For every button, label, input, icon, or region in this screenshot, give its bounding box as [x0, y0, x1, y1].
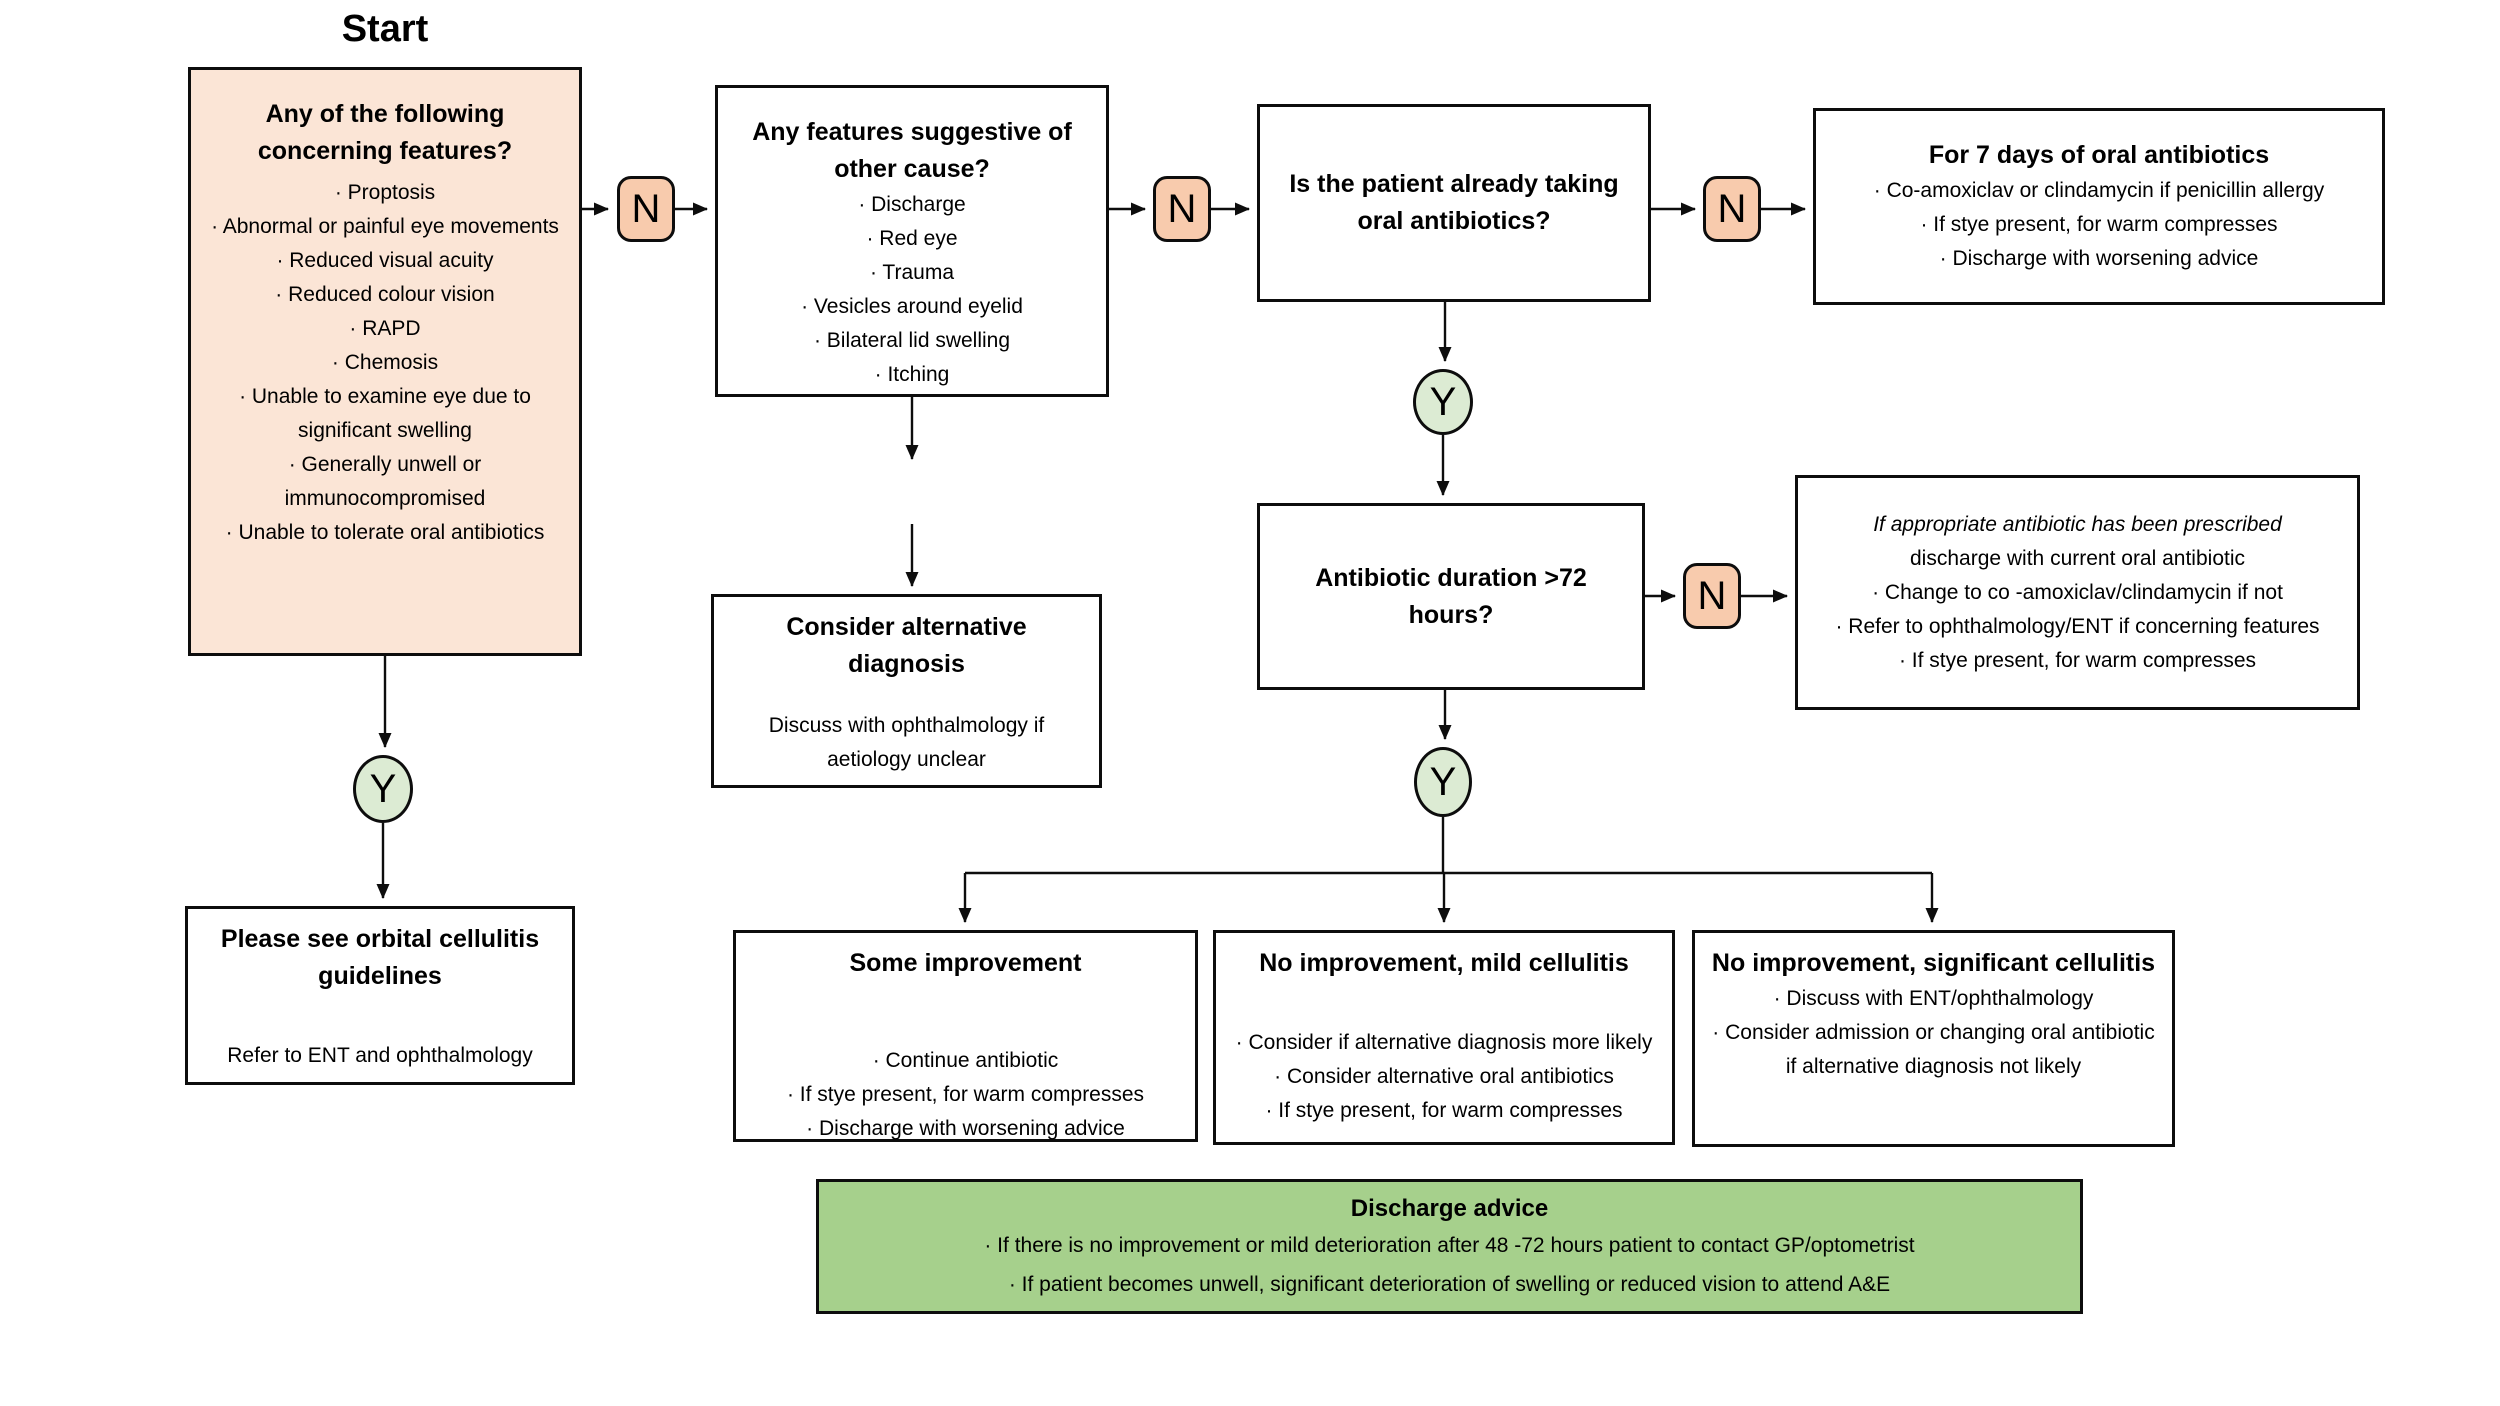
node-items: · Consider if alternative diagnosis more… — [1216, 1026, 1672, 1128]
node-items: · If there is no improvement or mild det… — [819, 1226, 2080, 1304]
node-title: For 7 days of oral antibiotics — [1928, 141, 2270, 169]
no-label: N — [631, 186, 661, 231]
list-item: · Reduced visual acuity — [276, 249, 494, 272]
no-badge-3: N — [1703, 176, 1761, 242]
node-some-improvement: Some improvement · Continue antibiotic · … — [733, 930, 1198, 1142]
list-item: · Proptosis — [334, 181, 436, 204]
node-orbital-guidelines: Please see orbital cellulitis guidelines… — [185, 906, 575, 1085]
node-body: Refer to ENT and ophthalmology — [227, 1044, 533, 1067]
list-item: · Generally unwell or immunocompromised — [284, 453, 486, 510]
list-item: · If stye present, for warm compresses — [1898, 648, 2257, 672]
node-no-improvement-mild: No improvement, mild cellulitis · Consid… — [1213, 930, 1675, 1145]
no-badge-2: N — [1153, 176, 1211, 242]
list-item: · Bilateral lid swelling — [813, 329, 1011, 352]
no-label: N — [1717, 186, 1747, 231]
list-item: · Discharge with worsening advice — [1939, 247, 2259, 270]
node-alternative-diagnosis: Consider alternative diagnosis Discuss w… — [711, 594, 1102, 788]
no-badge-1: N — [617, 176, 675, 242]
list-item: · Vesicles around eyelid — [801, 295, 1023, 318]
node-items: · Continue antibiotic · If stye present, … — [736, 1044, 1195, 1146]
list-item: · Trauma — [869, 261, 955, 284]
node-note: discharge with current oral antibiotic — [1910, 546, 2245, 570]
list-item: · Abnormal or painful eye movements — [211, 215, 559, 238]
list-item: · If stye present, for warm compresses — [1920, 213, 2278, 236]
yes-label: Y — [1429, 759, 1457, 804]
list-item: · Unable to examine eye due to significa… — [239, 385, 531, 442]
node-title: Is the patient already taking oral antib… — [1289, 170, 1619, 235]
yes-badge-3: Y — [1414, 747, 1472, 817]
no-label: N — [1167, 186, 1197, 231]
list-item: · If patient becomes unwell, significant… — [1008, 1273, 1891, 1296]
yes-label: Y — [1429, 379, 1457, 424]
node-title: No improvement, mild cellulitis — [1259, 949, 1629, 977]
list-item: · Discuss with ENT/ophthalmology — [1773, 987, 2094, 1010]
yes-label: Y — [369, 766, 397, 811]
node-items: · Co-amoxiclav or clindamycin if penicil… — [1816, 174, 2382, 276]
node-discharge-advice: Discharge advice · If there is no improv… — [816, 1179, 2083, 1314]
node-duration-72h: Antibiotic duration >72 hours? — [1257, 503, 1645, 690]
list-item: · If stye present, for warm compresses — [1265, 1099, 1623, 1122]
yes-badge-1: Y — [353, 755, 413, 823]
node-note-italic: If appropriate antibiotic has been presc… — [1873, 512, 2282, 536]
list-item: · Continue antibiotic — [872, 1049, 1059, 1072]
list-item: · RAPD — [349, 317, 421, 340]
node-concerning-features: Any of the following concerning features… — [188, 67, 582, 656]
list-item: · Change to co -amoxiclav/clindamycin if… — [1872, 580, 2283, 604]
node-items: · Change to co -amoxiclav/clindamycin if… — [1798, 576, 2357, 678]
no-badge-4: N — [1683, 563, 1741, 629]
node-items: · Discharge · Red eye · Trauma · Vesicles a… — [718, 188, 1106, 392]
no-label: N — [1697, 573, 1727, 618]
node-title: Consider alternative diagnosis — [786, 613, 1027, 678]
node-no-improvement-significant: No improvement, significant cellulitis ·… — [1692, 930, 2175, 1147]
yes-badge-2: Y — [1413, 369, 1473, 435]
node-title: Discharge advice — [1350, 1195, 1549, 1222]
list-item: · Consider alternative oral antibiotics — [1274, 1065, 1614, 1088]
node-other-cause: Any features suggestive of other cause? … — [715, 85, 1109, 397]
node-title: Any features suggestive of other cause? — [752, 118, 1072, 183]
list-item: · Itching — [874, 363, 950, 386]
node-title: Please see orbital cellulitis guidelines — [220, 925, 540, 990]
list-item: · Discharge with worsening advice — [806, 1117, 1125, 1140]
list-item: · Chemosis — [331, 351, 439, 374]
node-title: Any of the following concerning features… — [257, 100, 513, 165]
node-title: Antibiotic duration >72 hours? — [1315, 563, 1587, 629]
list-item: · Red eye — [866, 227, 958, 250]
node-taking-antibiotics: Is the patient already taking oral antib… — [1257, 104, 1651, 302]
node-title: No improvement, significant cellulitis — [1711, 949, 2156, 977]
list-item: · Consider admission or changing oral an… — [1712, 1021, 2155, 1078]
list-item: · If stye present, for warm compresses — [786, 1083, 1145, 1106]
node-items: · Proptosis · Abnormal or painful eye mov… — [191, 176, 579, 550]
list-item: · Unable to tolerate oral antibiotics — [225, 521, 545, 544]
start-label: Start — [341, 8, 429, 50]
node-body: Discuss with ophthalmology if aetiology … — [768, 714, 1045, 771]
list-item: · If there is no improvement or mild det… — [984, 1234, 1915, 1257]
node-seven-days-antibiotics: For 7 days of oral antibiotics · Co-amox… — [1813, 108, 2385, 305]
list-item: · Co-amoxiclav or clindamycin if penicil… — [1873, 179, 2325, 202]
list-item: · Refer to ophthalmology/ENT if concerni… — [1835, 614, 2320, 638]
node-appropriate-antibiotic: If appropriate antibiotic has been presc… — [1795, 475, 2360, 710]
list-item: · Reduced colour vision — [275, 283, 495, 306]
list-item: · Consider if alternative diagnosis more… — [1235, 1031, 1653, 1054]
node-title: Some improvement — [849, 949, 1082, 977]
list-item: · Discharge — [858, 193, 966, 216]
node-items: · Discuss with ENT/ophthalmology · Consid… — [1695, 982, 2172, 1084]
